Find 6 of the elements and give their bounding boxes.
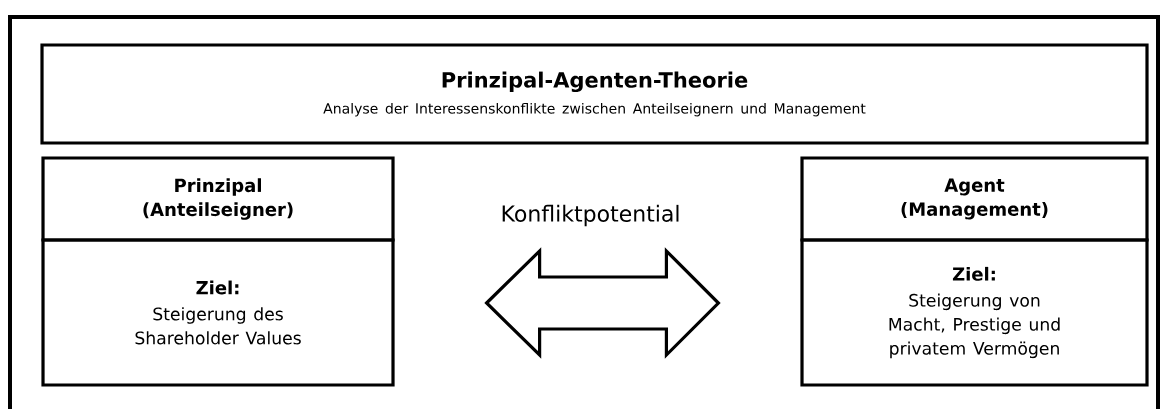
edge-label: Konfliktpotential [498,202,683,229]
goal-box: Ziel: Steigerung des Shareholder Values [41,238,395,387]
header-box: Agent (Management) [800,156,1149,242]
header-box: Prinzipal (Anteilseigner) [41,156,395,242]
goal-box: Ziel: Steigerung von Macht, Prestige und privatem Vermögen [800,238,1149,387]
title-box: Prinzipal-Agenten-Theorie Analyse der Interessenskonflikte zwischen Anteilseignern und Management [40,43,1149,145]
